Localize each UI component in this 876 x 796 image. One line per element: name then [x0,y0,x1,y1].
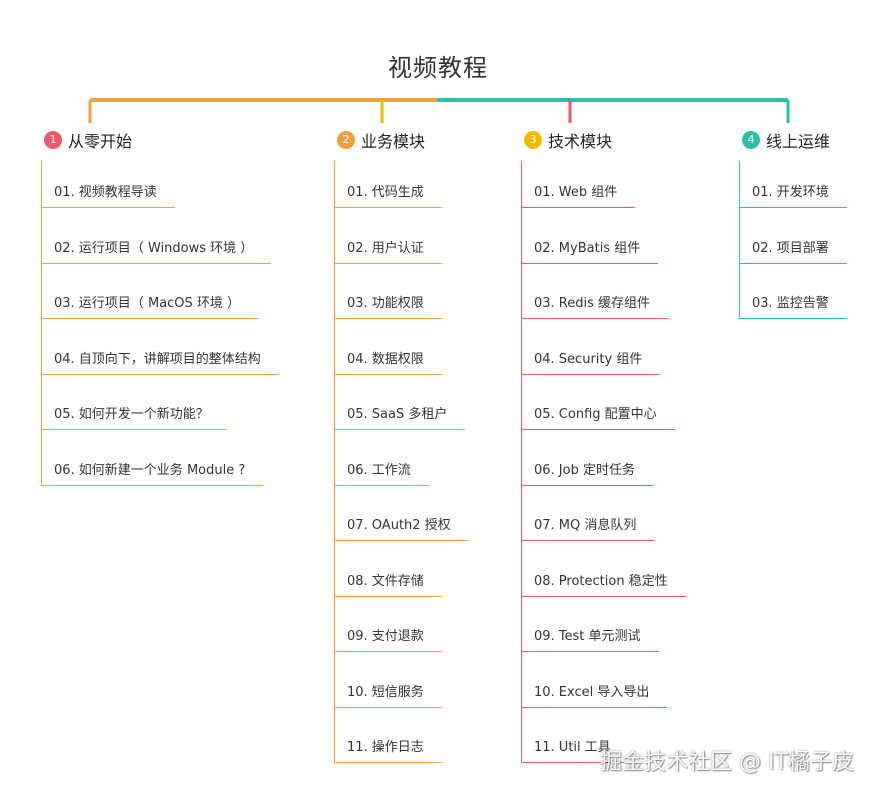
badge-3-icon: 3 [524,131,542,149]
leaf-item[interactable]: 01. 代码生成 [334,178,442,208]
leaf-item[interactable]: 06. 工作流 [334,456,429,486]
leaf-item[interactable]: 03. 运行项目（ MacOS 环境 ） [41,289,258,319]
badge-2-icon: 2 [337,131,355,149]
leaf-item[interactable]: 01. Web 组件 [521,178,635,208]
leaf-item[interactable]: 03. Redis 缓存组件 [521,289,668,319]
badge-1-icon: 1 [44,131,62,149]
leaf-item[interactable]: 10. 短信服务 [334,678,442,708]
branch-label: 技术模块 [548,132,613,151]
branch-vertical-line [334,161,335,763]
leaf-item[interactable]: 01. 视频教程导读 [41,178,175,208]
branch-vertical-line [41,161,42,486]
leaf-item[interactable]: 04. Security 组件 [521,345,660,375]
leaf-item[interactable]: 02. MyBatis 组件 [521,234,658,264]
leaf-item[interactable]: 11. 操作日志 [334,733,442,763]
branch-header[interactable]: 2 业务模块 [337,128,425,152]
leaf-item[interactable]: 03. 监控告警 [739,289,847,319]
leaf-item[interactable]: 05. SaaS 多租户 [334,400,465,430]
leaf-item[interactable]: 02. 运行项目（ Windows 环境 ） [41,234,271,264]
leaf-item[interactable]: 04. 自顶向下，讲解项目的整体结构 [41,345,279,375]
leaf-item[interactable]: 07. OAuth2 授权 [334,511,469,541]
leaf-item[interactable]: 01. 开发环境 [739,178,847,208]
branch-header[interactable]: 1 从零开始 [44,128,132,152]
leaf-item[interactable]: 05. Config 配置中心 [521,400,675,430]
watermark: 掘金技术社区 @ IT橘子皮 [600,750,854,775]
leaf-item[interactable]: 08. Protection 稳定性 [521,567,686,597]
leaf-item[interactable]: 02. 用户认证 [334,234,442,264]
leaf-item[interactable]: 10. Excel 导入导出 [521,678,667,708]
page-title: 视频教程 [388,54,488,82]
leaf-item[interactable]: 09. 支付退款 [334,622,442,652]
branch-label: 从零开始 [68,132,133,151]
leaf-item[interactable]: 09. Test 单元测试 [521,622,659,652]
leaf-item[interactable]: 08. 文件存储 [334,567,442,597]
branch-vertical-line [521,161,522,763]
leaf-item[interactable]: 03. 功能权限 [334,289,442,319]
branch-connector [88,98,790,123]
leaf-item[interactable]: 04. 数据权限 [334,345,442,375]
leaf-item[interactable]: 11. Util 工具 [521,733,629,763]
branch-label: 业务模块 [361,132,426,151]
leaf-item[interactable]: 06. 如何新建一个业务 Module ? [41,456,263,486]
leaf-item[interactable]: 05. 如何开发一个新功能？ [41,400,227,430]
badge-4-icon: 4 [742,131,760,149]
branch-header[interactable]: 3 技术模块 [524,128,612,152]
branch-label: 线上运维 [766,132,831,151]
leaf-item[interactable]: 07. MQ 消息队列 [521,511,654,541]
branch-vertical-line [739,161,740,319]
leaf-item[interactable]: 02. 项目部署 [739,234,847,264]
branch-header[interactable]: 4 线上运维 [742,128,830,152]
leaf-item[interactable]: 06. Job 定时任务 [521,456,653,486]
